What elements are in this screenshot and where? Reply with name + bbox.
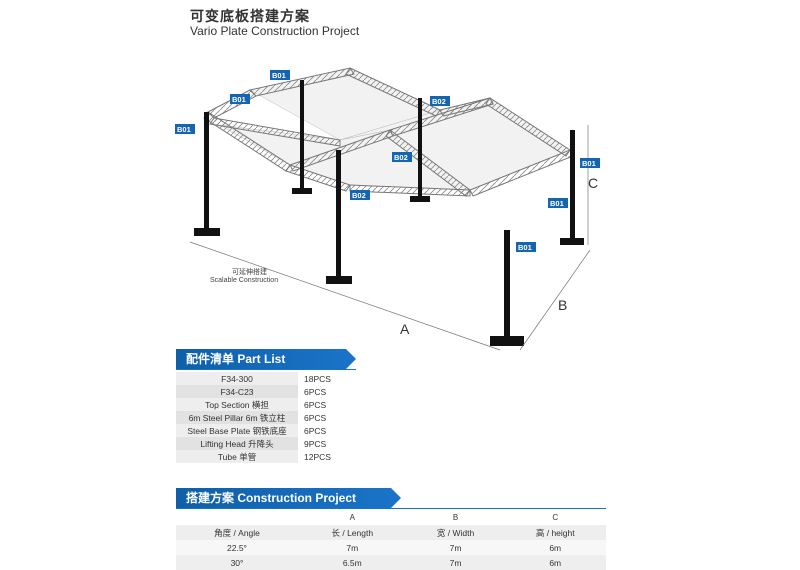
base-plate-3 bbox=[326, 276, 352, 284]
dim-b-label: B bbox=[558, 297, 567, 313]
svg-text:B02: B02 bbox=[394, 153, 408, 162]
badge-b01: B01 bbox=[580, 158, 600, 168]
badge-b01: B01 bbox=[548, 198, 568, 208]
svg-text:B01: B01 bbox=[232, 95, 246, 104]
stage-diagram: A B C 可延伸搭建 Scalable Construction B01 B0… bbox=[175, 67, 600, 351]
svg-text:B01: B01 bbox=[550, 199, 564, 208]
base-plate-2 bbox=[292, 188, 312, 194]
dimension-lines bbox=[189, 125, 591, 351]
badge-b01: B01 bbox=[230, 94, 250, 104]
svg-text:B01: B01 bbox=[272, 71, 286, 80]
svg-text:B02: B02 bbox=[432, 97, 446, 106]
svg-text:B02: B02 bbox=[352, 191, 366, 200]
page-subtitle: Vario Plate Construction Project bbox=[190, 24, 360, 38]
scalable-label-cn: 可延伸搭建 bbox=[232, 267, 267, 276]
svg-text:B01: B01 bbox=[582, 159, 596, 168]
svg-text:B01: B01 bbox=[518, 243, 532, 252]
page-title: 可变底板搭建方案 bbox=[190, 8, 310, 24]
truss-frame bbox=[203, 67, 574, 197]
pillars bbox=[194, 80, 584, 346]
badge-b02: B02 bbox=[350, 190, 370, 200]
base-plate-1 bbox=[194, 228, 220, 236]
parts-divider bbox=[176, 369, 356, 370]
build-divider bbox=[176, 508, 606, 509]
part-badges: B01 B01 B01 B02 B02 B02 B01 B01 B01 bbox=[175, 70, 600, 252]
base-plate-6 bbox=[560, 238, 584, 245]
badge-b02: B02 bbox=[430, 96, 450, 106]
badge-b01: B01 bbox=[270, 70, 290, 80]
dim-a-label: A bbox=[400, 321, 410, 337]
build-section-title: 搭建方案 Construction Project bbox=[176, 488, 401, 508]
badge-b01: B01 bbox=[516, 242, 536, 252]
base-plate-5 bbox=[490, 336, 524, 346]
badge-b02: B02 bbox=[392, 152, 412, 162]
dim-c-label: C bbox=[588, 175, 598, 191]
svg-text:B01: B01 bbox=[177, 125, 191, 134]
parts-section-title: 配件清单 Part List bbox=[176, 349, 356, 369]
base-plate-4 bbox=[410, 196, 430, 202]
scalable-label-en: Scalable Construction bbox=[210, 277, 278, 284]
badge-b01: B01 bbox=[175, 124, 195, 134]
